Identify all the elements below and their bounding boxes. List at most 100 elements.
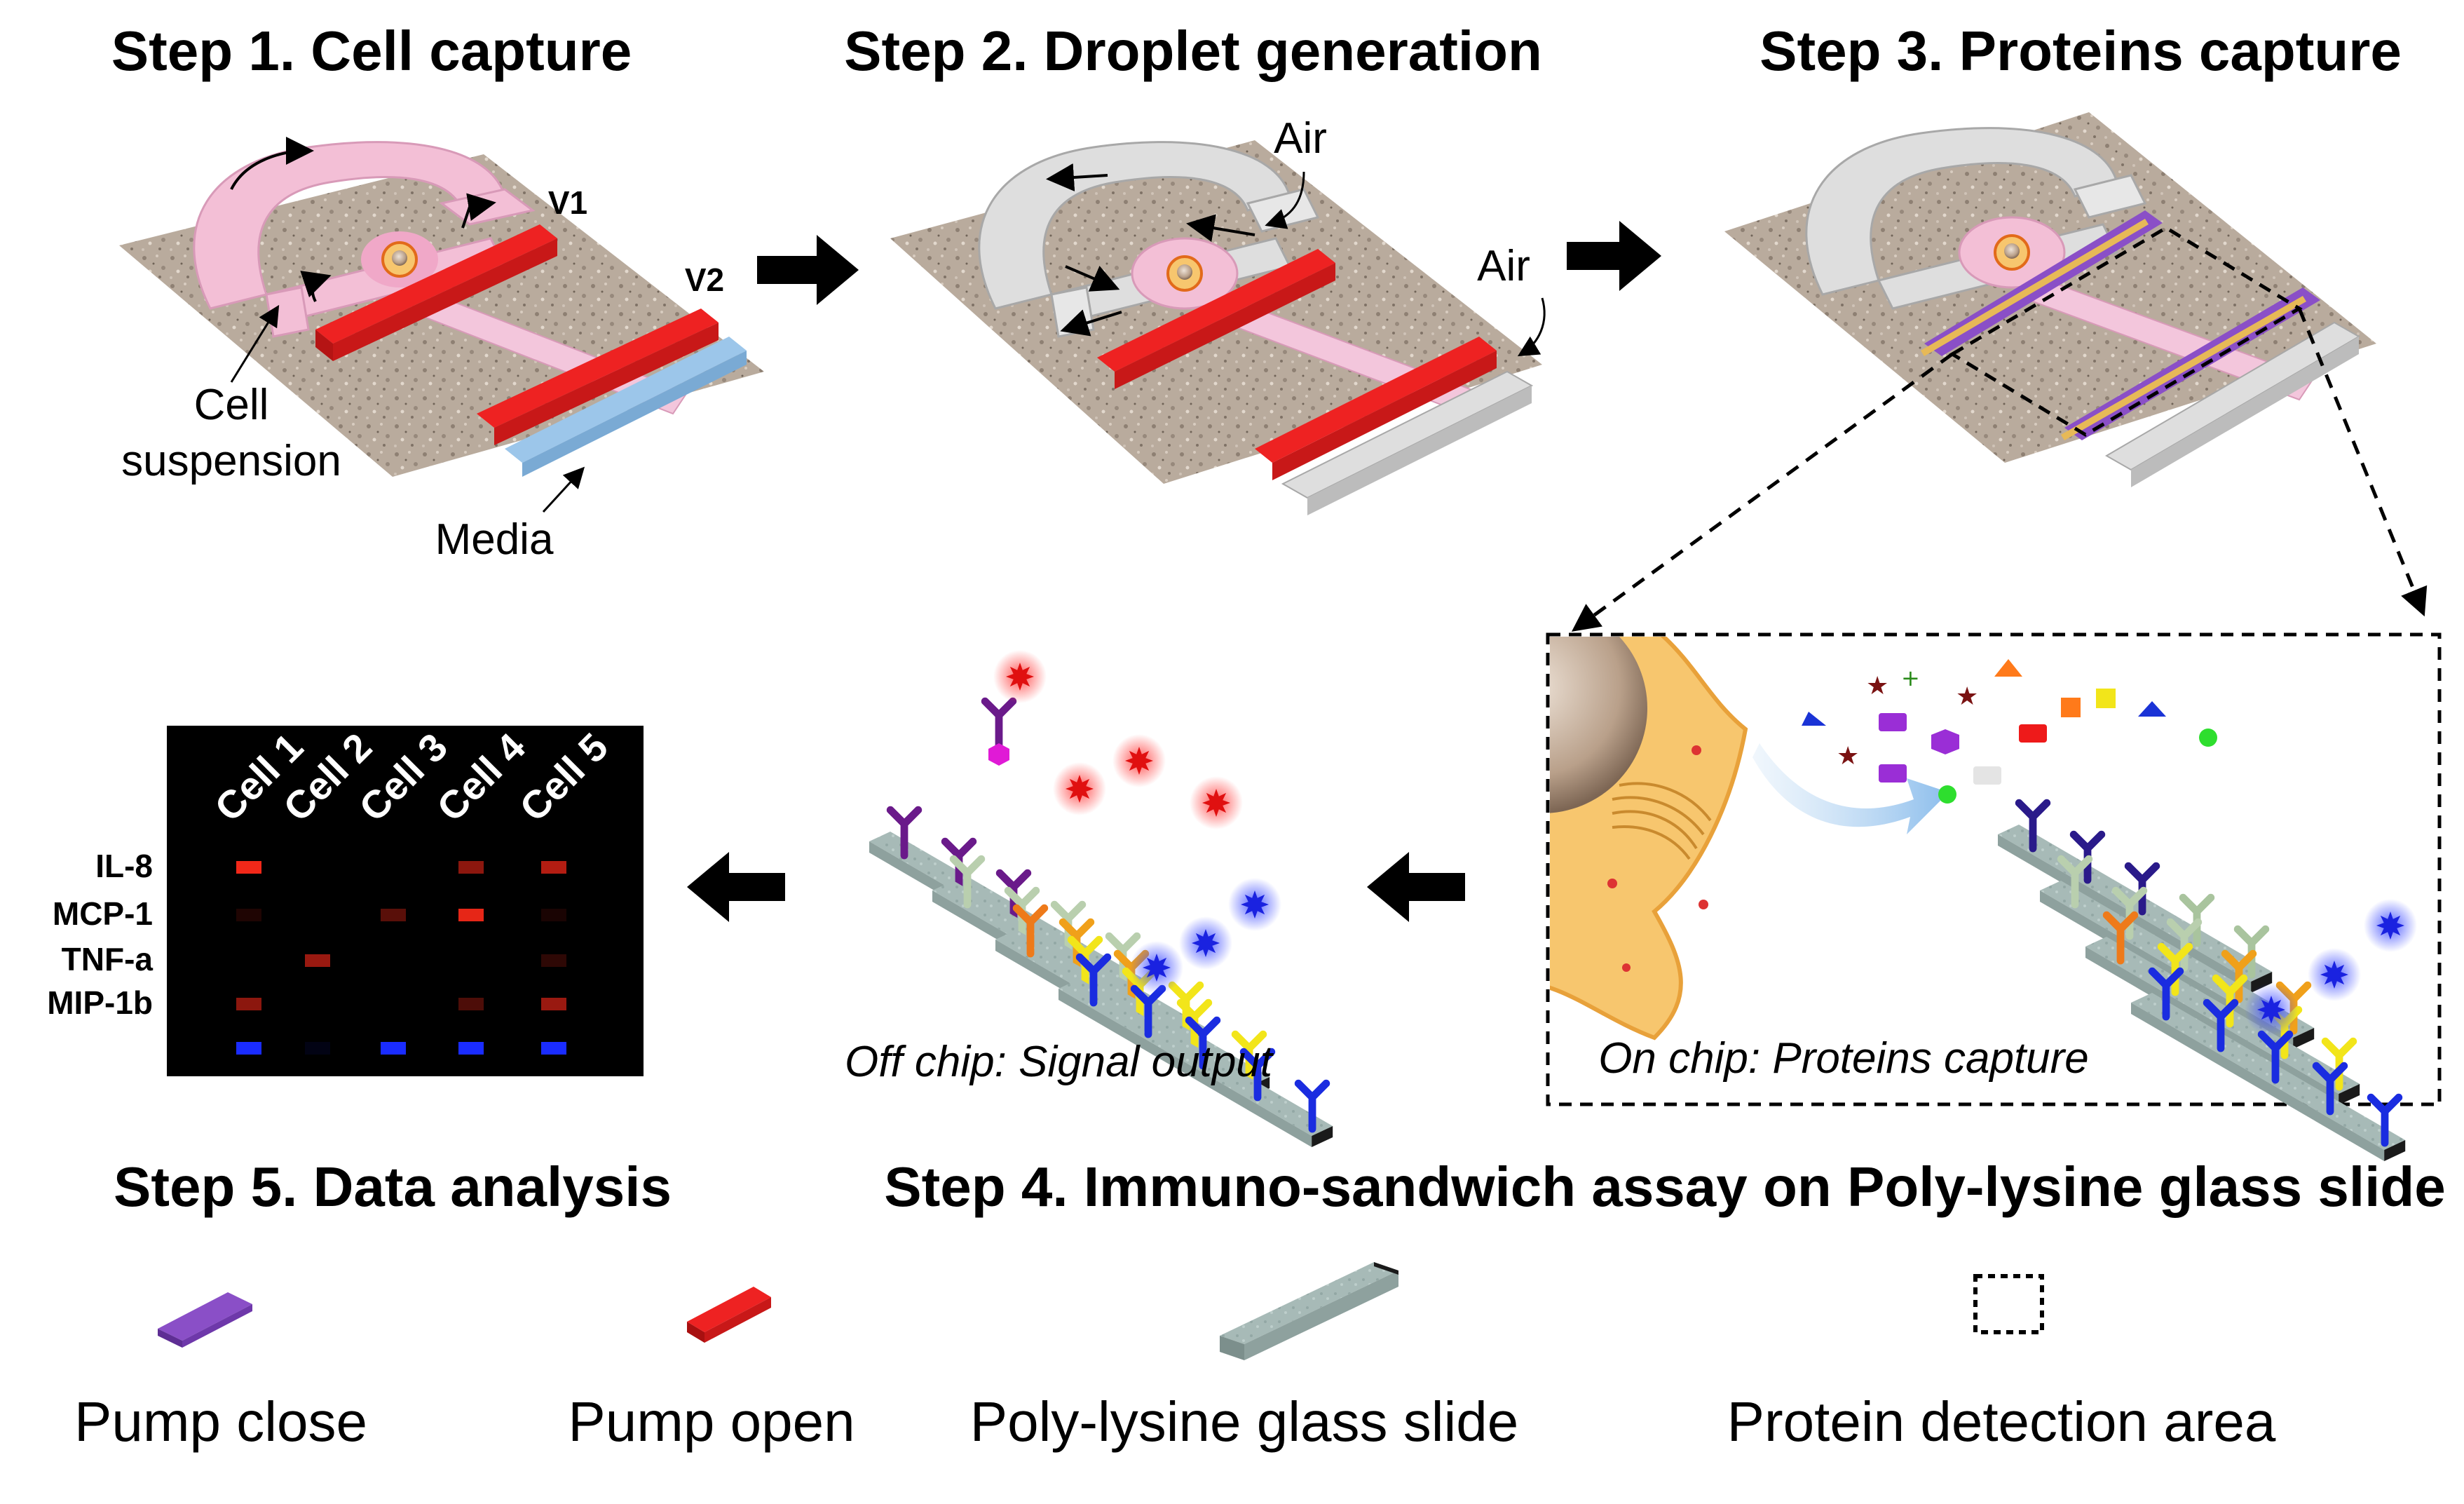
antibody <box>949 855 986 909</box>
label-air-top: Air <box>1274 114 1327 163</box>
step3-pump-edge-top <box>1921 219 2149 356</box>
organelle-dot-4 <box>1622 963 1631 972</box>
flow-arrow-1 <box>230 137 314 190</box>
protein-cross-green: + <box>1901 665 1920 691</box>
step1-chip: V1 V2 Cell suspension Media <box>119 137 764 564</box>
step2-cell-nucleus <box>1177 264 1192 280</box>
antibody <box>886 806 923 860</box>
heatmap-signal-spot <box>236 998 261 1010</box>
legend-pump-close-swatch <box>158 1292 252 1348</box>
legend-pump-close: Pump close <box>74 1390 367 1453</box>
step3-cell-nucleus <box>2004 243 2020 259</box>
fluorescent-label <box>2376 912 2404 940</box>
heatmap-signal-spot <box>381 909 406 921</box>
glass-slide-strip-end <box>2293 1028 2315 1049</box>
protein-rect-red <box>2019 724 2047 743</box>
label-v1: V1 <box>548 184 587 221</box>
label-suspension: suspension <box>121 437 341 485</box>
air-inlet-left <box>1050 286 1095 338</box>
step3-chip <box>1571 112 2428 632</box>
fluorescent-label <box>1241 890 1269 919</box>
antibody <box>2312 1062 2348 1116</box>
air-flow-arrow-2 <box>1065 265 1120 292</box>
fluorescent-label <box>2257 996 2285 1024</box>
antibody <box>2102 911 2139 965</box>
antibody <box>1012 904 1049 958</box>
heatmap-signal-spot <box>541 954 566 967</box>
zoom-line-right <box>2297 308 2428 617</box>
air-flow-arrow-3 <box>1060 309 1122 337</box>
label-v2: V2 <box>685 262 724 298</box>
step3-outlet <box>2073 174 2147 219</box>
air-flow-arrow-1 <box>1046 163 1108 191</box>
on-chip-panel: ★ ★ ★ + On chip: Proteins capture <box>1546 632 2442 1161</box>
protein-star-1: ★ <box>1866 672 1888 700</box>
pump-v1 <box>315 224 557 344</box>
fluorescent-label <box>2320 961 2348 989</box>
label-media: Media <box>435 515 554 564</box>
step2-pump-top-front <box>1115 263 1335 389</box>
step2-air-channel-bottom-front <box>1307 386 1532 515</box>
glass-slide-strip-edge <box>1059 989 1312 1147</box>
fluorescent-label <box>1202 789 1230 817</box>
step2-pump-bottom-front <box>1272 351 1497 480</box>
pump-v2 <box>477 309 719 428</box>
protein-star-2: ★ <box>1956 682 1978 711</box>
organelle-dot-1 <box>1692 745 1701 755</box>
fluorescent-label <box>1066 775 1094 803</box>
heatmap-reference-spot <box>236 1042 261 1055</box>
caption-off-chip: Off chip: Signal output <box>845 1038 1274 1086</box>
protein-rect-gray <box>1973 766 2001 785</box>
heatmap-protein-label: MIP-1b <box>47 984 153 1021</box>
protein-triangle-blue-2 <box>2138 701 2166 717</box>
capture-array <box>1998 799 2417 1161</box>
pointer-air-top <box>1265 171 1305 229</box>
heatmap-signal-spot <box>541 998 566 1010</box>
pump-v1-side <box>315 330 333 361</box>
secretion-arrow <box>1752 743 1949 834</box>
antibody <box>2367 1093 2403 1147</box>
antibody <box>2203 998 2239 1052</box>
heatmap-signal-spot <box>236 861 261 874</box>
pump-v2-front <box>494 323 719 445</box>
media-channel <box>505 337 747 463</box>
step5-title: Step 5. Data analysis <box>114 1156 672 1218</box>
heatmap-protein-label: IL-8 <box>95 848 153 884</box>
caption-on-chip: On chip: Proteins capture <box>1598 1034 2089 1083</box>
fluorescent-label <box>1006 663 1034 691</box>
heatmap-protein-label: TNF-a <box>62 941 154 977</box>
flow-arrow-2 <box>461 193 496 229</box>
heatmap-signal-spot <box>305 954 330 967</box>
antibody <box>1185 1016 1221 1070</box>
pointer-media <box>542 466 585 513</box>
fluorescent-label <box>1192 929 1220 957</box>
arrow-step2-to-step3 <box>1567 221 1661 291</box>
protein-circle-green-1 <box>1938 785 1956 804</box>
protein-hexagon <box>1931 729 1959 754</box>
heatmap-reference-spot <box>381 1042 406 1055</box>
heatmap-signal-spot <box>458 909 484 921</box>
step1-title: Step 1. Cell capture <box>111 20 632 82</box>
step2-title: Step 2. Droplet generation <box>844 20 1542 82</box>
pointer-air-right <box>1517 297 1546 357</box>
heatmap-reference-spot <box>305 1042 330 1055</box>
zoom-line-left <box>1571 352 1954 632</box>
cell-nucleus <box>1550 637 1647 813</box>
cell-inlet <box>265 286 310 338</box>
heatmap-reference-spot <box>541 1042 566 1055</box>
heatmap-reference-spot <box>458 1042 484 1055</box>
antibody <box>2148 967 2184 1021</box>
step3-pump-edge-bottom <box>2061 296 2306 440</box>
golgi <box>1612 782 1712 860</box>
protein-triangle-blue-1 <box>1802 712 1826 726</box>
step2-pump-top <box>1097 249 1335 372</box>
arrow-step1-to-step2 <box>757 235 859 305</box>
protein-triangle-orange <box>1994 659 2022 677</box>
media-channel-front <box>522 351 747 477</box>
heatmap-protein-label: MCP-1 <box>53 895 153 932</box>
legend-pump-open: Pump open <box>568 1390 855 1453</box>
step3-channel-bottom-front <box>2131 337 2359 487</box>
glass-slide-strip-edge <box>2131 1003 2385 1161</box>
protein-square-yellow <box>2096 689 2116 708</box>
